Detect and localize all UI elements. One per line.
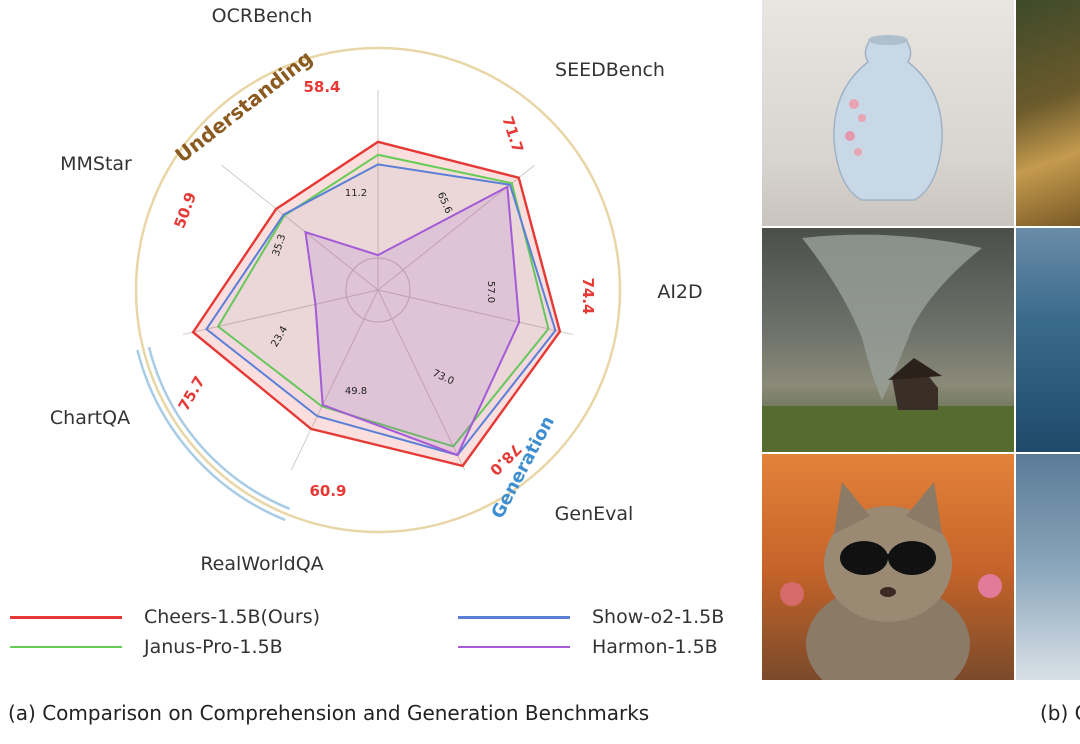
legend-item-showo2: Show-o2-1.5B xyxy=(458,606,724,628)
best-value-label-2: 74.4 xyxy=(579,277,597,314)
best-value-label-4: 60.9 xyxy=(309,482,346,500)
caption-b: (b) G xyxy=(1040,701,1080,725)
image-vase xyxy=(762,0,1014,226)
best-value-label-0: 58.4 xyxy=(303,78,340,96)
axis-label-3: GenEval xyxy=(555,503,634,525)
legend-swatch-harmon xyxy=(458,646,570,648)
image-painting xyxy=(1016,0,1080,226)
grid-spoke-3 xyxy=(377,289,466,471)
legend-item-harmon: Harmon-1.5B xyxy=(458,636,718,658)
axis-label-1: SEEDBench xyxy=(555,59,665,81)
image-lake xyxy=(1016,228,1080,452)
axis-label-5: ChartQA xyxy=(50,407,130,429)
series-3 xyxy=(304,185,521,457)
legend-swatch-showo2 xyxy=(458,615,570,619)
legend: Cheers-1.5B(Ours) Janus-Pro-1.5B Show-o2… xyxy=(10,604,760,664)
generation-ring-inner xyxy=(147,346,291,510)
caption-a: (a) Comparison on Comprehension and Gene… xyxy=(8,701,650,725)
legend-item-janus: Janus-Pro-1.5B xyxy=(10,636,283,658)
image-tornado xyxy=(762,228,1014,452)
grid-spoke-1 xyxy=(377,164,535,291)
generated-image-grid xyxy=(762,0,1080,680)
generation-ring xyxy=(136,349,286,522)
grid-spoke-4 xyxy=(290,289,379,471)
image-clouds xyxy=(1016,454,1080,680)
axis-label-6: MMStar xyxy=(60,153,132,175)
legend-swatch-janus xyxy=(10,646,122,648)
axis-label-0: OCRBench xyxy=(212,5,313,27)
grid-spoke-6 xyxy=(221,164,379,291)
grid-spoke-5 xyxy=(182,289,379,335)
min-value-label-0: 11.2 xyxy=(345,188,367,199)
tornado-illustration xyxy=(762,234,1014,452)
best-value-label-1: 71.7 xyxy=(498,114,527,155)
legend-swatch-cheers xyxy=(10,615,122,619)
vase-illustration xyxy=(833,35,943,201)
series-0 xyxy=(191,140,562,468)
min-value-label-2: 57.0 xyxy=(485,281,496,303)
best-value-label-5: 75.7 xyxy=(175,373,209,414)
min-value-label-4: 49.8 xyxy=(345,386,367,397)
legend-label-cheers: Cheers-1.5B(Ours) xyxy=(144,606,321,628)
axis-label-2: AI2D xyxy=(657,281,702,303)
group-label-understanding: Understanding xyxy=(170,46,316,168)
cat-illustration xyxy=(780,482,1002,680)
legend-item-cheers: Cheers-1.5B(Ours) xyxy=(10,606,320,628)
legend-label-janus: Janus-Pro-1.5B xyxy=(144,636,283,658)
image-cat xyxy=(762,454,1014,680)
legend-label-harmon: Harmon-1.5B xyxy=(592,636,718,658)
grid-spoke-2 xyxy=(377,289,574,335)
axis-label-4: RealWorldQA xyxy=(200,553,323,575)
series-2 xyxy=(205,163,557,457)
understanding-ring xyxy=(134,46,622,534)
legend-label-showo2: Show-o2-1.5B xyxy=(592,606,725,628)
best-value-label-6: 50.9 xyxy=(171,190,201,231)
